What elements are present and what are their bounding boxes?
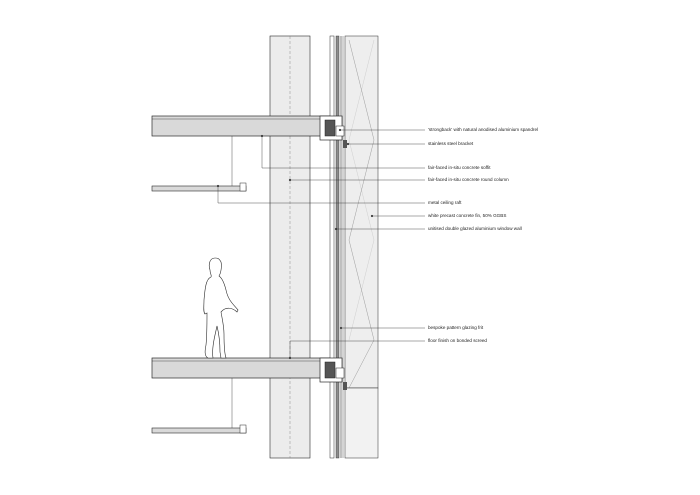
label-concrete-fin: white precast concrete fin, 50% GGBS: [428, 213, 507, 218]
label-window-wall: unitised double glazed aluminium window …: [428, 226, 522, 231]
label-steel-bracket: stainless steel bracket: [428, 141, 474, 146]
label-frit: bespoke pattern glazing frit: [428, 325, 484, 330]
lower-strongback-bracket: [319, 357, 347, 390]
window-wall-mullion: [329, 35, 344, 459]
lower-floor-slab: [151, 357, 331, 379]
label-soffit: fair-faced in-situ concrete soffit: [428, 165, 491, 170]
upper-ceiling-raft: [151, 136, 247, 192]
lower-ceiling-raft: [151, 378, 247, 434]
human-figure: [203, 257, 239, 359]
leader-lines: [216, 128, 425, 360]
precast-concrete-fin: [344, 35, 379, 459]
label-column: fair-faced in-situ concrete round column: [428, 177, 509, 182]
label-strongback: 'strongback' with natural anodised alumi…: [428, 127, 539, 132]
label-screed: floor finish on bonded screed: [428, 338, 487, 343]
label-ceiling-raft: metal ceiling raft: [428, 200, 462, 205]
concrete-round-column: [269, 35, 311, 459]
upper-floor-slab: [151, 115, 331, 137]
